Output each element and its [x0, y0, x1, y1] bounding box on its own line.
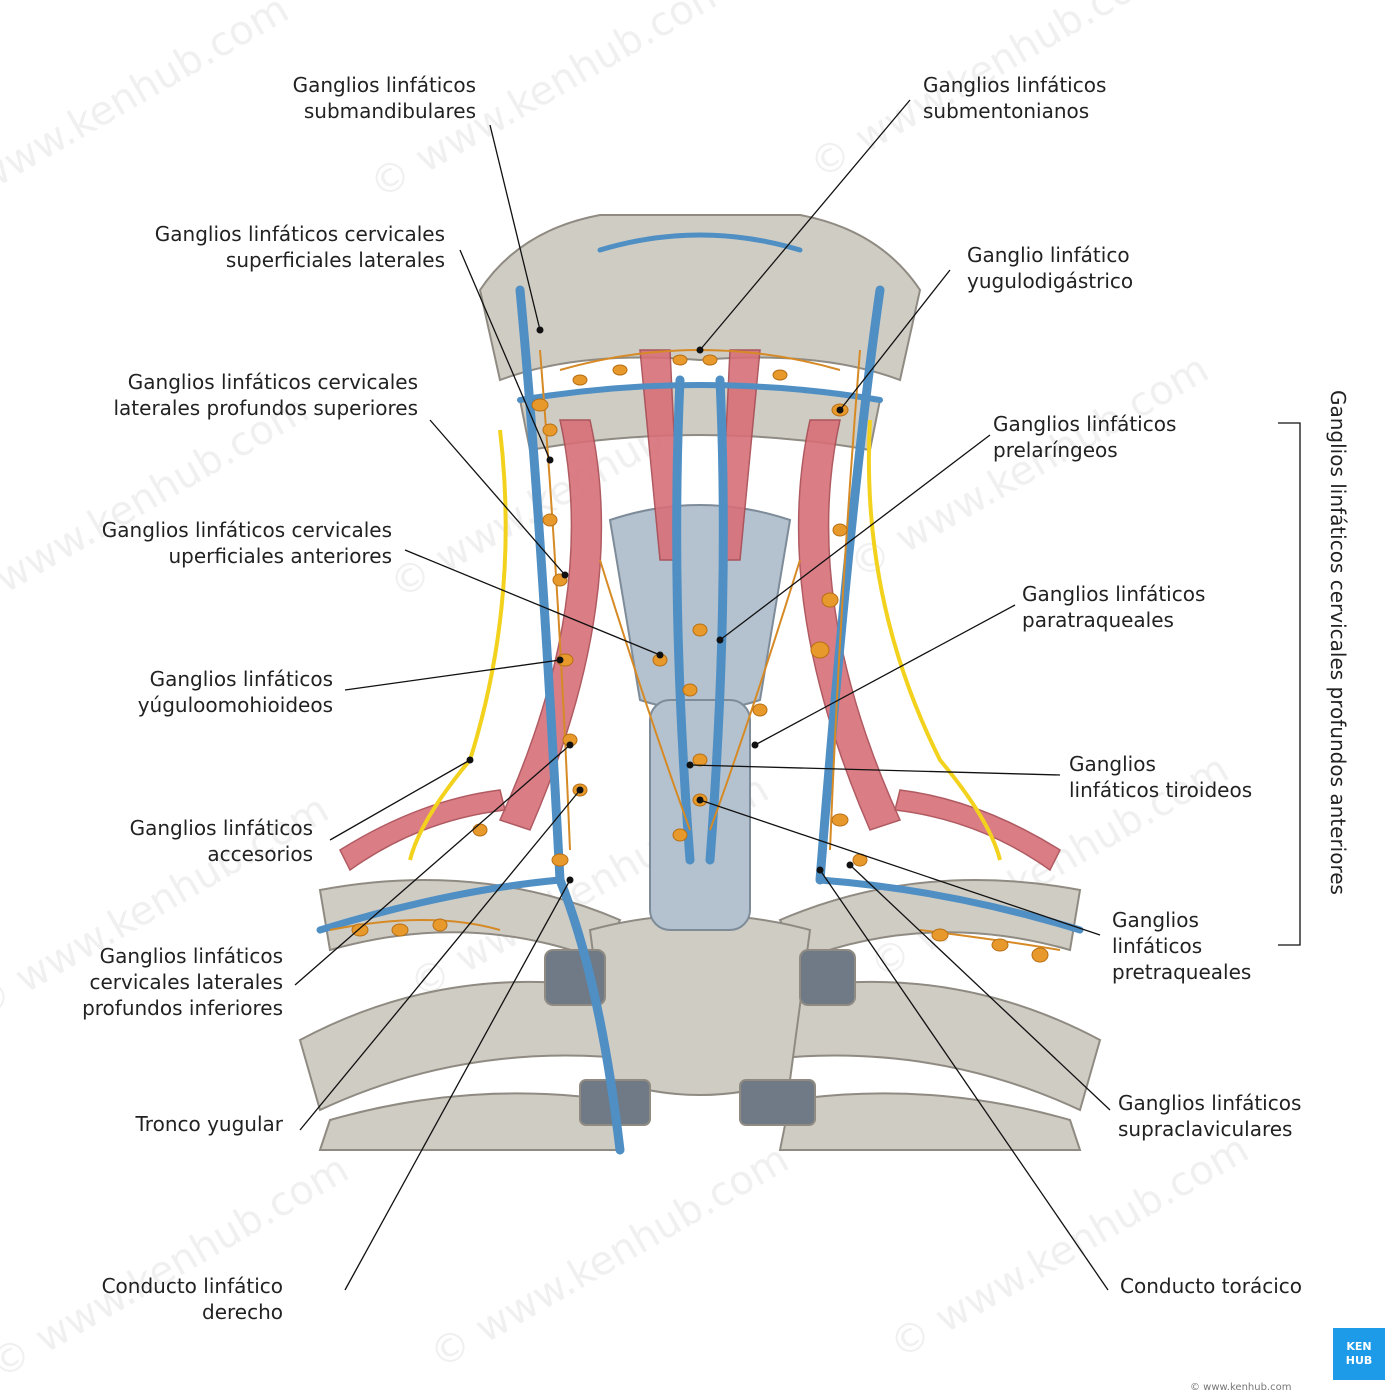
costal-cartilage — [739, 1079, 816, 1126]
label-supraclaviculares: Ganglios linfáticos supraclaviculares — [1118, 1090, 1301, 1142]
label-line: yúguloomohioideos — [137, 693, 333, 717]
label-line: Ganglios linfáticos — [99, 944, 283, 968]
label-line: Conducto torácico — [1120, 1274, 1303, 1298]
label-conducto-toracico: Conducto torácico — [1120, 1273, 1302, 1299]
label-line: submentonianos — [923, 99, 1090, 123]
label-tronco-yugular: Tronco yugular — [100, 1111, 283, 1137]
label-line: cervicales laterales — [89, 970, 283, 994]
manubrium — [588, 914, 812, 1096]
label-line: pretraqueales — [1112, 960, 1252, 984]
label-line: superficiales laterales — [225, 248, 445, 272]
label-laterales-profundos-inferiores: Ganglios linfáticos cervicales laterales… — [30, 943, 283, 1021]
label-tiroideos: Ganglios linfáticos tiroideos — [1069, 751, 1252, 803]
label-submentonianos: Ganglios linfáticos submentonianos — [923, 72, 1106, 124]
nerves — [408, 419, 1002, 861]
label-line: Ganglios linfáticos cervicales — [101, 518, 392, 542]
label-line: supraclaviculares — [1118, 1117, 1293, 1141]
watermark-text: © www.kenhub.com — [842, 346, 1216, 589]
watermark-text: © www.kenhub.com — [0, 1146, 356, 1389]
label-line: uperficiales anteriores — [168, 544, 392, 568]
leader-dots — [466, 326, 854, 884]
label-line: Ganglios — [1112, 908, 1199, 932]
label-line: Tronco yugular — [135, 1112, 283, 1136]
label-line: Ganglios — [1069, 752, 1156, 776]
label-line: accesorios — [207, 842, 313, 866]
label-line: submandibulares — [303, 99, 476, 123]
kenhub-logo: KEN HUB — [1333, 1328, 1385, 1380]
label-line: paratraqueales — [1022, 608, 1174, 632]
label-line: prelaríngeos — [993, 438, 1118, 462]
label-cervicales-superficiales-anteriores: Ganglios linfáticos cervicales uperficia… — [40, 517, 392, 569]
label-yuguloomohioideos: Ganglios linfáticos yúguloomohioideos — [100, 666, 333, 718]
veins — [316, 232, 1084, 1155]
label-line: Ganglios linfáticos cervicales — [127, 370, 418, 394]
watermark-text: © www.kenhub.com — [422, 1136, 796, 1379]
label-line: Ganglios linfáticos — [993, 412, 1177, 436]
label-pretraqueales: Ganglios linfáticos pretraqueales — [1112, 907, 1251, 985]
label-line: Ganglios linfáticos — [1022, 582, 1206, 606]
label-laterales-profundos-superiores: Ganglios linfáticos cervicales laterales… — [50, 369, 418, 421]
label-line: Ganglio linfático — [967, 243, 1130, 267]
label-line: linfáticos — [1112, 934, 1203, 958]
label-yugulodigastrico: Ganglio linfático yugulodigástrico — [967, 242, 1133, 294]
label-prelaringeos: Ganglios linfáticos prelaríngeos — [993, 411, 1176, 463]
logo-line: HUB — [1345, 1354, 1373, 1367]
leader-lines — [294, 99, 1301, 1291]
watermark-text: © www.kenhub.com — [882, 1126, 1256, 1369]
label-line: Conducto linfático — [101, 1274, 283, 1298]
label-line: Ganglios linfáticos cervicales — [154, 222, 445, 246]
group-label-profundos-anteriores: Ganglios linfáticos cervicales profundos… — [1326, 390, 1350, 895]
label-line: Ganglios linfáticos — [923, 73, 1107, 97]
label-cervicales-superficiales-laterales: Ganglios linfáticos cervicales superfici… — [100, 221, 445, 273]
ribcage — [298, 879, 1102, 1151]
label-line: Ganglios linfáticos — [149, 667, 333, 691]
label-accesorios: Ganglios linfáticos accesorios — [90, 815, 313, 867]
label-line: Ganglios linfáticos — [292, 73, 476, 97]
copyright-text: © www.kenhub.com — [1190, 1382, 1292, 1393]
label-line: derecho — [202, 1300, 283, 1324]
label-line: Ganglios linfáticos — [129, 816, 313, 840]
label-line: linfáticos tiroideos — [1069, 778, 1253, 802]
label-conducto-linfatico-derecho: Conducto linfático derecho — [50, 1273, 283, 1325]
label-line: laterales profundos superiores — [113, 396, 418, 420]
costal-cartilage — [799, 949, 856, 1006]
skull-base — [478, 214, 922, 452]
watermark-text: © www.kenhub.com — [0, 386, 316, 629]
label-line: profundos inferiores — [82, 996, 283, 1020]
lymph-nodes — [351, 354, 1049, 963]
label-paratraqueales: Ganglios linfáticos paratraqueales — [1022, 581, 1205, 633]
label-line: Ganglios linfáticos — [1118, 1091, 1302, 1115]
logo-line: KEN — [1346, 1340, 1372, 1353]
label-submandibulares: Ganglios linfáticos submandibulares — [230, 72, 476, 124]
label-line: yugulodigástrico — [967, 269, 1134, 293]
